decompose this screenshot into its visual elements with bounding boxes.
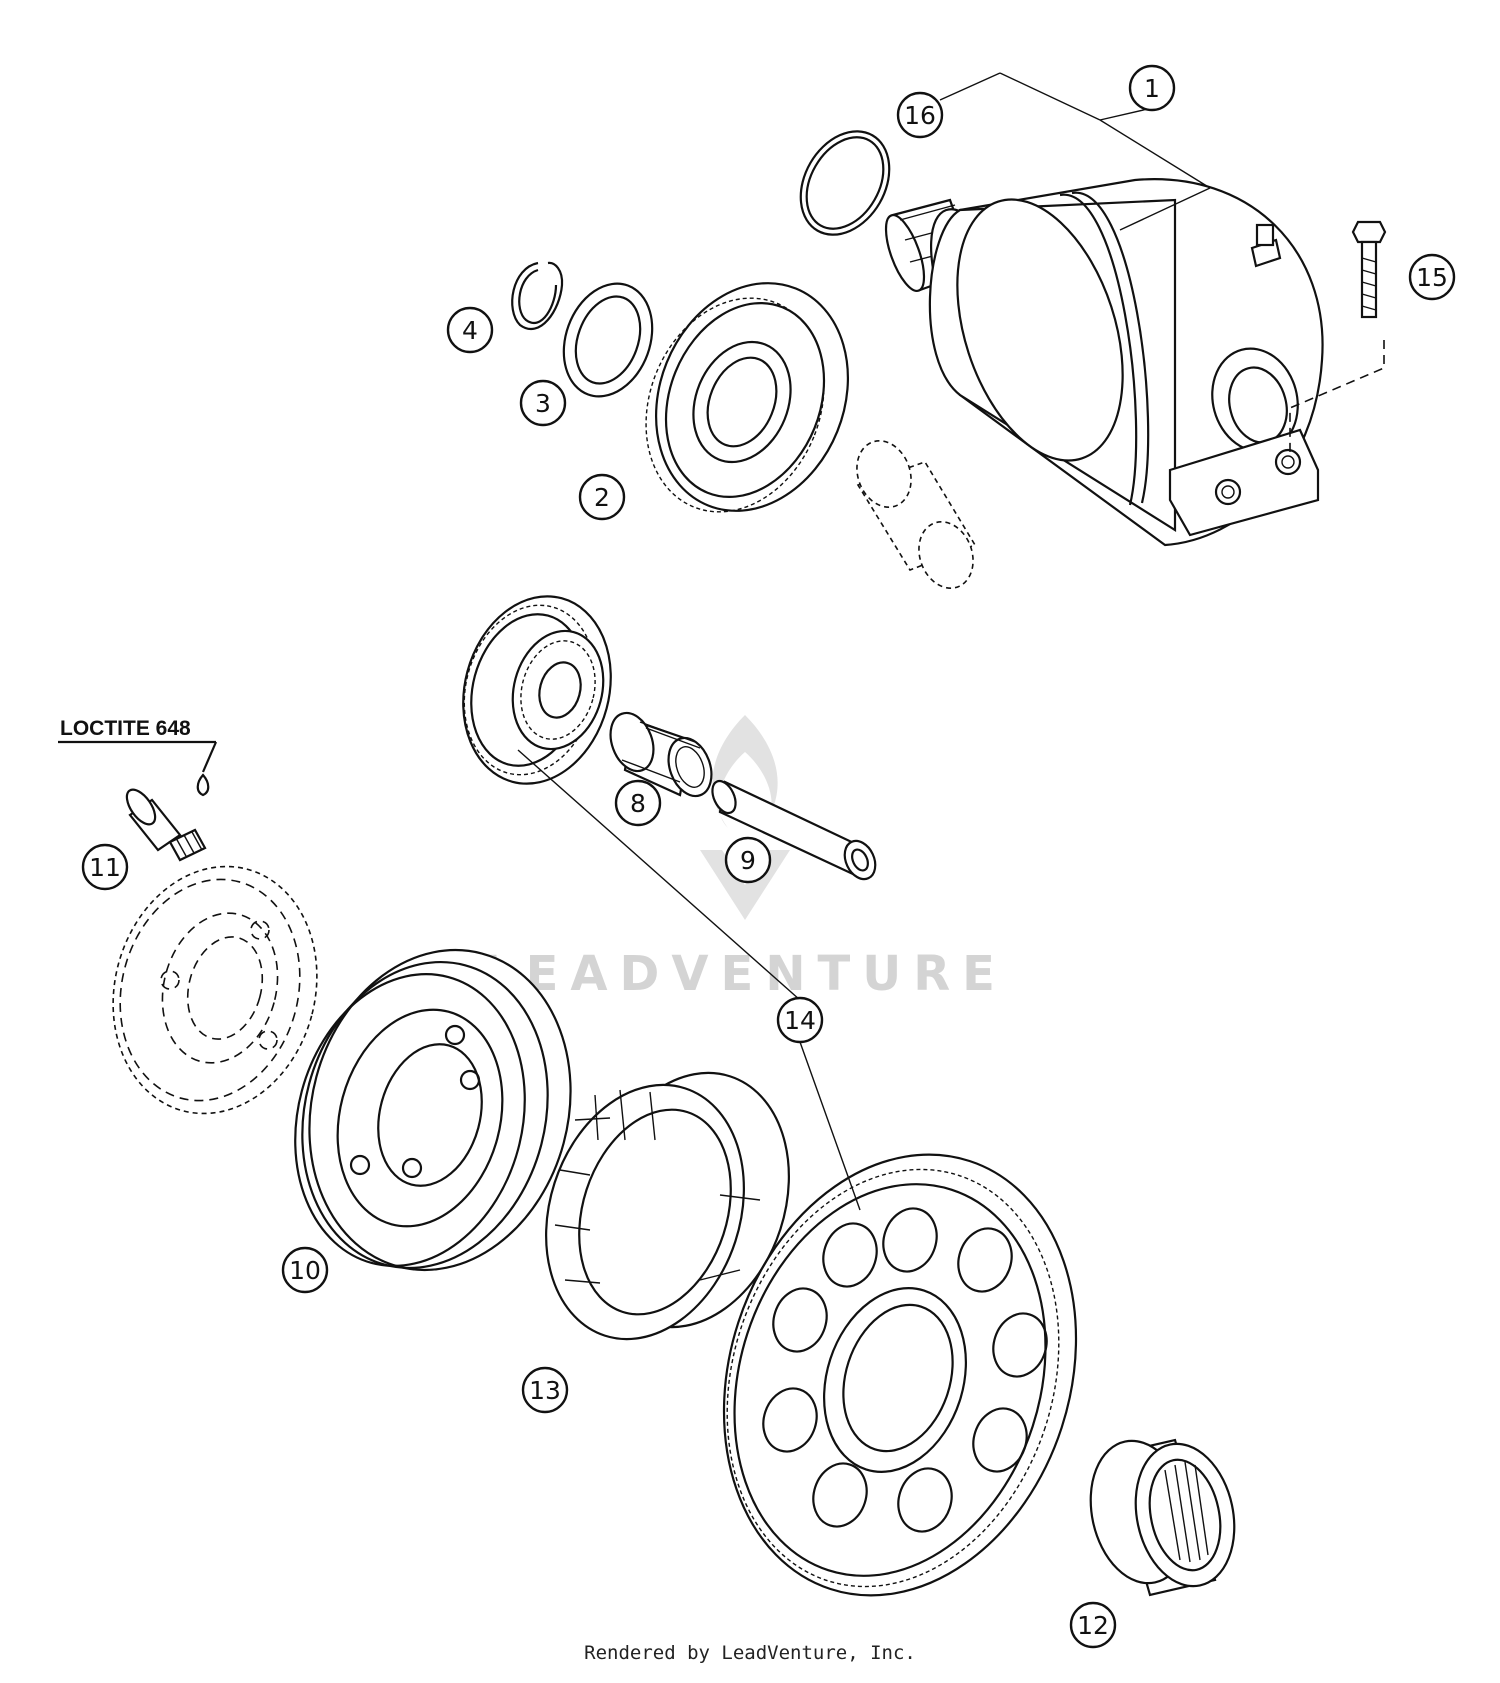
callout-13: 13 bbox=[521, 1366, 569, 1414]
footer-credit: Rendered by LeadVenture, Inc. bbox=[584, 1642, 916, 1664]
svg-text:9: 9 bbox=[740, 846, 756, 875]
callout-16: 16 bbox=[896, 91, 944, 139]
part-16-o-ring bbox=[799, 130, 891, 236]
loctite-label: LOCTITE 648 bbox=[60, 717, 191, 740]
watermark-text: LEADVENTURE bbox=[483, 946, 1007, 1002]
part-11-screw: LOCTITE 648 bbox=[58, 717, 218, 862]
svg-text:4: 4 bbox=[462, 316, 478, 345]
svg-text:8: 8 bbox=[630, 789, 646, 818]
callout-10: 10 bbox=[281, 1246, 329, 1294]
svg-text:11: 11 bbox=[89, 853, 121, 882]
callout-14: 14 bbox=[776, 996, 824, 1044]
loctite-drop-icon bbox=[196, 773, 210, 797]
part-15-bolt bbox=[1289, 220, 1387, 455]
part-12-needle-bearing bbox=[1089, 1438, 1236, 1597]
part-14-large-gear bbox=[722, 1153, 1078, 1597]
callout-1: 1 bbox=[1128, 64, 1176, 112]
part-10-freewheel-housing bbox=[294, 948, 572, 1272]
callout-8: 8 bbox=[614, 779, 662, 827]
callout-3: 3 bbox=[519, 379, 567, 427]
part-14-double-gear bbox=[462, 595, 612, 785]
callout-11: 11 bbox=[81, 843, 129, 891]
svg-text:2: 2 bbox=[594, 483, 610, 512]
leader-lines bbox=[517, 72, 1211, 1211]
callout-9: 9 bbox=[724, 836, 772, 884]
part-3-washer bbox=[562, 282, 654, 398]
svg-text:13: 13 bbox=[529, 1376, 561, 1405]
svg-text:10: 10 bbox=[289, 1256, 321, 1285]
callout-4: 4 bbox=[446, 306, 494, 354]
svg-text:1: 1 bbox=[1144, 74, 1160, 103]
part-2-idler-gear bbox=[645, 282, 850, 513]
part-13-freewheel bbox=[545, 1071, 790, 1341]
part-8-needle-bearing bbox=[609, 711, 713, 798]
svg-text:3: 3 bbox=[535, 389, 551, 418]
part-9-shaft bbox=[711, 779, 877, 881]
svg-text:14: 14 bbox=[784, 1006, 816, 1035]
svg-text:12: 12 bbox=[1077, 1611, 1109, 1640]
callout-15: 15 bbox=[1408, 253, 1456, 301]
part-1-starter-motor bbox=[884, 178, 1324, 547]
leadventure-watermark: LEADVENTURE bbox=[483, 715, 1007, 1002]
svg-text:16: 16 bbox=[904, 101, 936, 130]
callout-12: 12 bbox=[1069, 1601, 1117, 1649]
svg-text:15: 15 bbox=[1416, 263, 1448, 292]
part-4-circlip bbox=[511, 261, 564, 331]
callout-2: 2 bbox=[578, 473, 626, 521]
primary-gear-dashed bbox=[112, 865, 318, 1115]
bushing-dashed bbox=[856, 440, 977, 589]
